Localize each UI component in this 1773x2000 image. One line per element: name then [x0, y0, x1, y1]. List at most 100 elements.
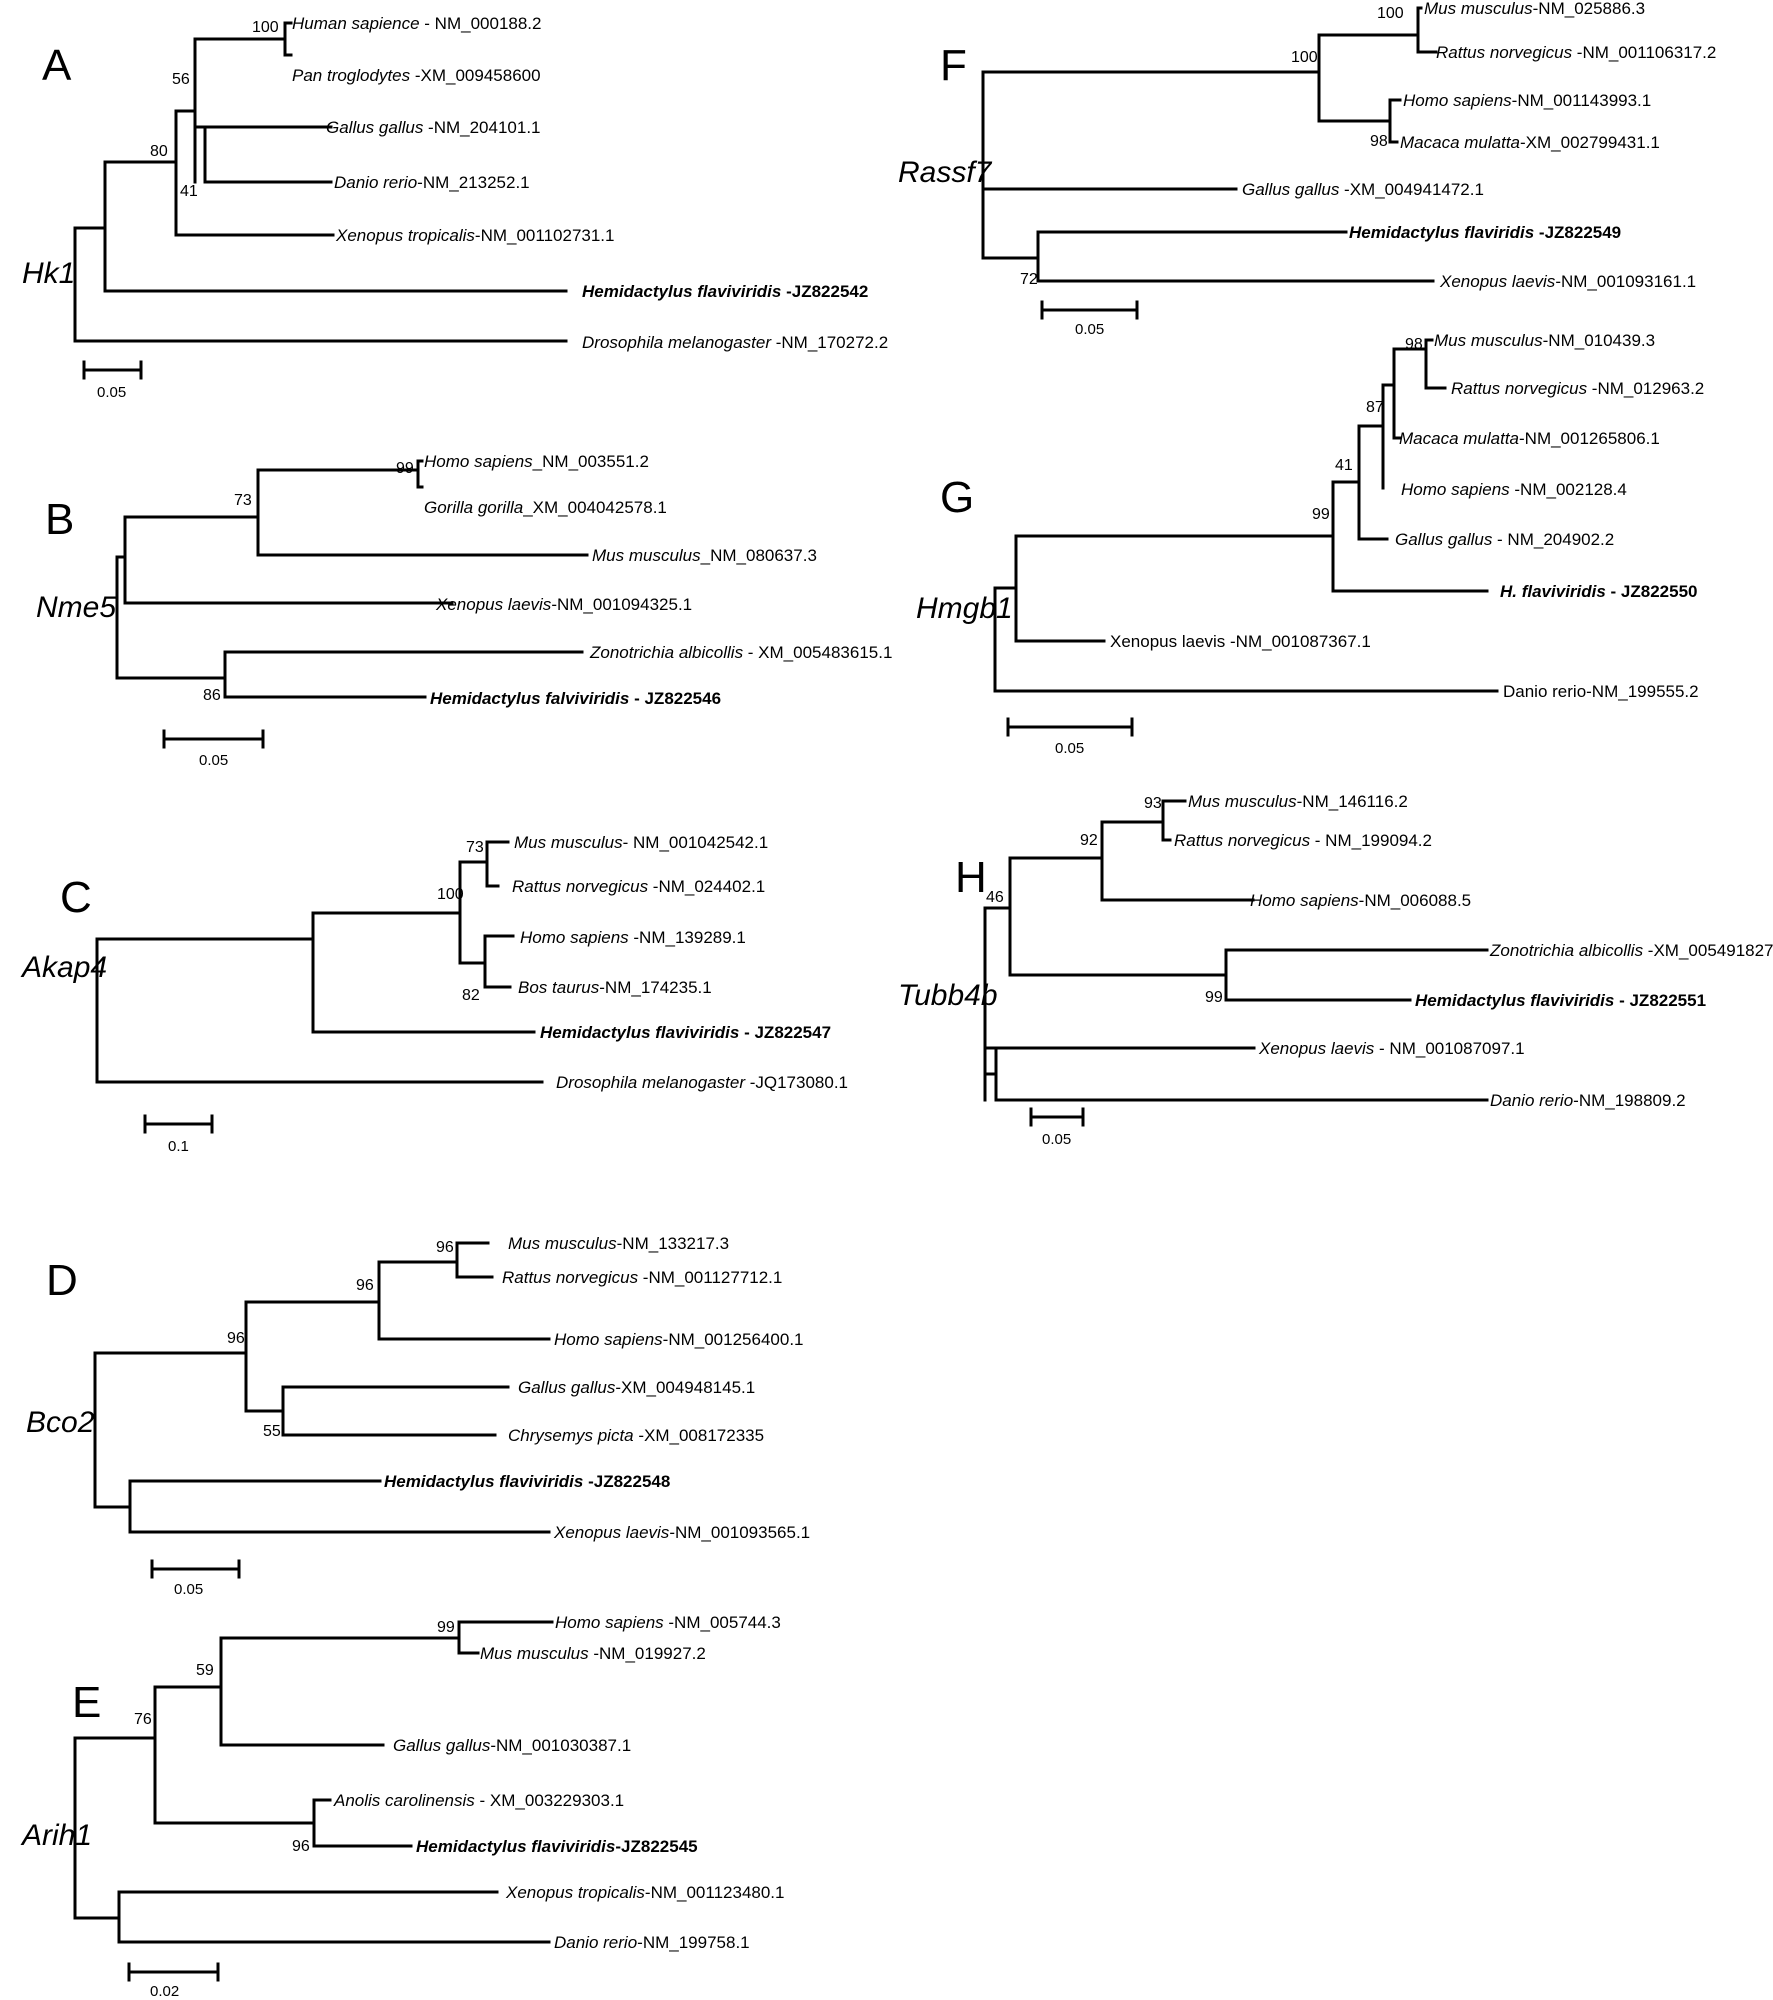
tree-branches-a [73, 21, 568, 343]
leaf-a-4: Danio rerio-NM_213252.1 [334, 173, 530, 192]
scale-bar-d [150, 1559, 241, 1579]
leaf-e-4: Anolis carolinensis - XM_003229303.1 [333, 1791, 624, 1810]
leaf-c-4: Bos taurus-NM_174235.1 [518, 978, 712, 997]
leaf-a-2: Pan troglodytes -XM_009458600 [292, 66, 541, 85]
bootstrap-b-1: 73 [234, 492, 252, 509]
tree-branches-g [993, 338, 1499, 693]
leaf-c-5: Hemidactylus flaviviridis - JZ822547 [540, 1023, 831, 1042]
tree-branches-b [115, 459, 589, 699]
leaf-g-2: Rattus norvegicus -NM_012963.2 [1451, 379, 1704, 398]
leaf-h-4: Zonotrichia albicollis -XM_005491827.1 [1489, 941, 1773, 960]
scale-label-a: 0.05 [97, 384, 126, 401]
panel-h: H Tubb4b 46 92 93 99 Mus musculus-NM_146… [898, 792, 1773, 1148]
bootstrap-a-4: 41 [180, 183, 198, 200]
bootstrap-h-4: 99 [1205, 989, 1223, 1006]
panel-label-f: F [940, 41, 967, 90]
leaf-g-5: Gallus gallus - NM_204902.2 [1395, 530, 1614, 549]
leaf-d-7: Xenopus laevis-NM_001093565.1 [553, 1523, 810, 1542]
bootstrap-d-1: 96 [227, 1330, 245, 1347]
leaf-c-2: Rattus norvegicus -NM_024402.1 [512, 877, 765, 896]
scale-bar-g [1006, 717, 1134, 737]
scale-bar-b [162, 729, 265, 749]
leaf-h-6: Xenopus laevis - NM_001087097.1 [1258, 1039, 1525, 1058]
leaf-d-6: Hemidactylus flaviviridis -JZ822548 [384, 1472, 670, 1491]
leaf-f-1: Mus musculus-NM_025886.3 [1424, 0, 1645, 18]
bootstrap-g-3: 87 [1366, 399, 1384, 416]
gene-label-f: Rassf7 [898, 156, 993, 189]
leaf-e-7: Danio rerio-NM_199758.1 [554, 1933, 750, 1952]
scale-label-g: 0.05 [1055, 740, 1084, 757]
tree-branches-d [93, 1241, 551, 1534]
bootstrap-d-4: 55 [263, 1423, 281, 1440]
bootstrap-a-2: 56 [172, 71, 190, 88]
leaf-c-6: Drosophila melanogaster -JQ173080.1 [556, 1073, 848, 1092]
bootstrap-a-1: 80 [150, 143, 168, 160]
bootstrap-e-4: 96 [292, 1838, 310, 1855]
leaf-e-1: Homo sapiens -NM_005744.3 [555, 1613, 781, 1632]
leaf-d-1: Mus musculus-NM_133217.3 [508, 1234, 729, 1253]
leaf-e-6: Xenopus tropicalis-NM_001123480.1 [505, 1883, 784, 1902]
gene-label-b: Nme5 [36, 591, 116, 624]
bootstrap-h-3: 93 [1144, 795, 1162, 812]
leaf-g-3: Macaca mulatta-NM_001265806.1 [1399, 429, 1660, 448]
panel-label-h: H [955, 853, 987, 902]
leaf-a-6: Hemidactylus flaviviridis -JZ822542 [582, 282, 868, 301]
leaf-d-5: Chrysemys picta -XM_008172335 [508, 1426, 764, 1445]
bootstrap-a-3: 100 [252, 19, 279, 36]
leaf-e-2: Mus musculus -NM_019927.2 [480, 1644, 706, 1663]
bootstrap-f-2: 100 [1377, 5, 1404, 22]
bootstrap-f-4: 72 [1020, 271, 1038, 288]
panel-g: G Hmgb1 99 41 87 98 Mus musculus-NM_0104… [916, 331, 1704, 757]
leaf-h-7: Danio rerio-NM_198809.2 [1490, 1091, 1686, 1110]
gene-label-g: Hmgb1 [916, 592, 1013, 625]
bootstrap-c-1: 100 [437, 886, 464, 903]
leaf-g-1: Mus musculus-NM_010439.3 [1434, 331, 1655, 350]
panel-b: B Nme5 73 99 86 Homo sapiens_NM_003551.2… [36, 452, 892, 769]
leaf-g-4: Homo sapiens -NM_002128.4 [1401, 480, 1627, 499]
leaf-b-5: Zonotrichia albicollis - XM_005483615.1 [589, 643, 892, 662]
leaf-d-4: Gallus gallus-XM_004948145.1 [518, 1378, 755, 1397]
gene-label-a: Hk1 [22, 257, 75, 290]
leaf-b-4: Xenopus laevis-NM_001094325.1 [435, 595, 692, 614]
bootstrap-h-1: 46 [986, 889, 1004, 906]
leaf-b-2: Gorilla gorilla_XM_004042578.1 [424, 498, 667, 517]
panel-c: C Akap4 100 73 82 Mus musculus- NM_00104… [20, 833, 848, 1155]
bootstrap-e-1: 76 [134, 1711, 152, 1728]
bootstrap-e-2: 59 [196, 1662, 214, 1679]
leaf-f-4: Macaca mulatta-XM_002799431.1 [1400, 133, 1660, 152]
scale-bar-c [143, 1114, 214, 1134]
leaf-b-1: Homo sapiens_NM_003551.2 [424, 452, 649, 471]
gene-label-e: Arih1 [20, 1819, 92, 1852]
leaf-e-5: Hemidactylus flaviviridis-JZ822545 [416, 1837, 698, 1856]
panel-e: E Arih1 76 59 99 96 Homo sapiens -NM_005… [20, 1613, 784, 2000]
panel-f: F Rassf7 100 100 98 72 Mus musculus-NM_0… [898, 0, 1716, 338]
bootstrap-g-2: 41 [1335, 457, 1353, 474]
scale-bar-e [127, 1962, 220, 1982]
bootstrap-b-2: 99 [396, 460, 414, 477]
panel-label-g: G [940, 473, 974, 522]
bootstrap-c-2: 73 [466, 839, 484, 856]
scale-label-b: 0.05 [199, 752, 228, 769]
leaf-h-5: Hemidactylus flaviviridis - JZ822551 [1415, 991, 1706, 1010]
panel-label-b: B [45, 495, 74, 544]
leaf-f-5: Gallus gallus -XM_004941472.1 [1242, 180, 1484, 199]
bootstrap-g-4: 98 [1405, 336, 1423, 353]
leaf-g-7: Xenopus laevis -NM_001087367.1 [1110, 632, 1371, 651]
panel-label-a: A [42, 41, 72, 90]
leaf-f-6: Hemidactylus flaviridis -JZ822549 [1349, 223, 1621, 242]
leaf-d-2: Rattus norvegicus -NM_001127712.1 [502, 1268, 782, 1287]
bootstrap-g-1: 99 [1312, 506, 1330, 523]
leaf-h-2: Rattus norvegicus - NM_199094.2 [1174, 831, 1432, 850]
leaf-a-5: Xenopus tropicalis-NM_001102731.1 [335, 226, 614, 245]
leaf-d-3: Homo sapiens-NM_001256400.1 [554, 1330, 804, 1349]
gene-label-c: Akap4 [20, 951, 107, 984]
leaf-g-8: Danio rerio-NM_199555.2 [1503, 682, 1699, 701]
bootstrap-f-3: 98 [1370, 133, 1388, 150]
tree-branches-c [95, 840, 544, 1084]
tree-branches-h [983, 799, 1489, 1102]
leaf-b-6: Hemidactylus falviviridis - JZ822546 [430, 689, 721, 708]
bootstrap-f-1: 100 [1291, 49, 1318, 66]
bootstrap-d-3: 96 [436, 1239, 454, 1256]
leaf-b-3: Mus musculus_NM_080637.3 [592, 546, 817, 565]
